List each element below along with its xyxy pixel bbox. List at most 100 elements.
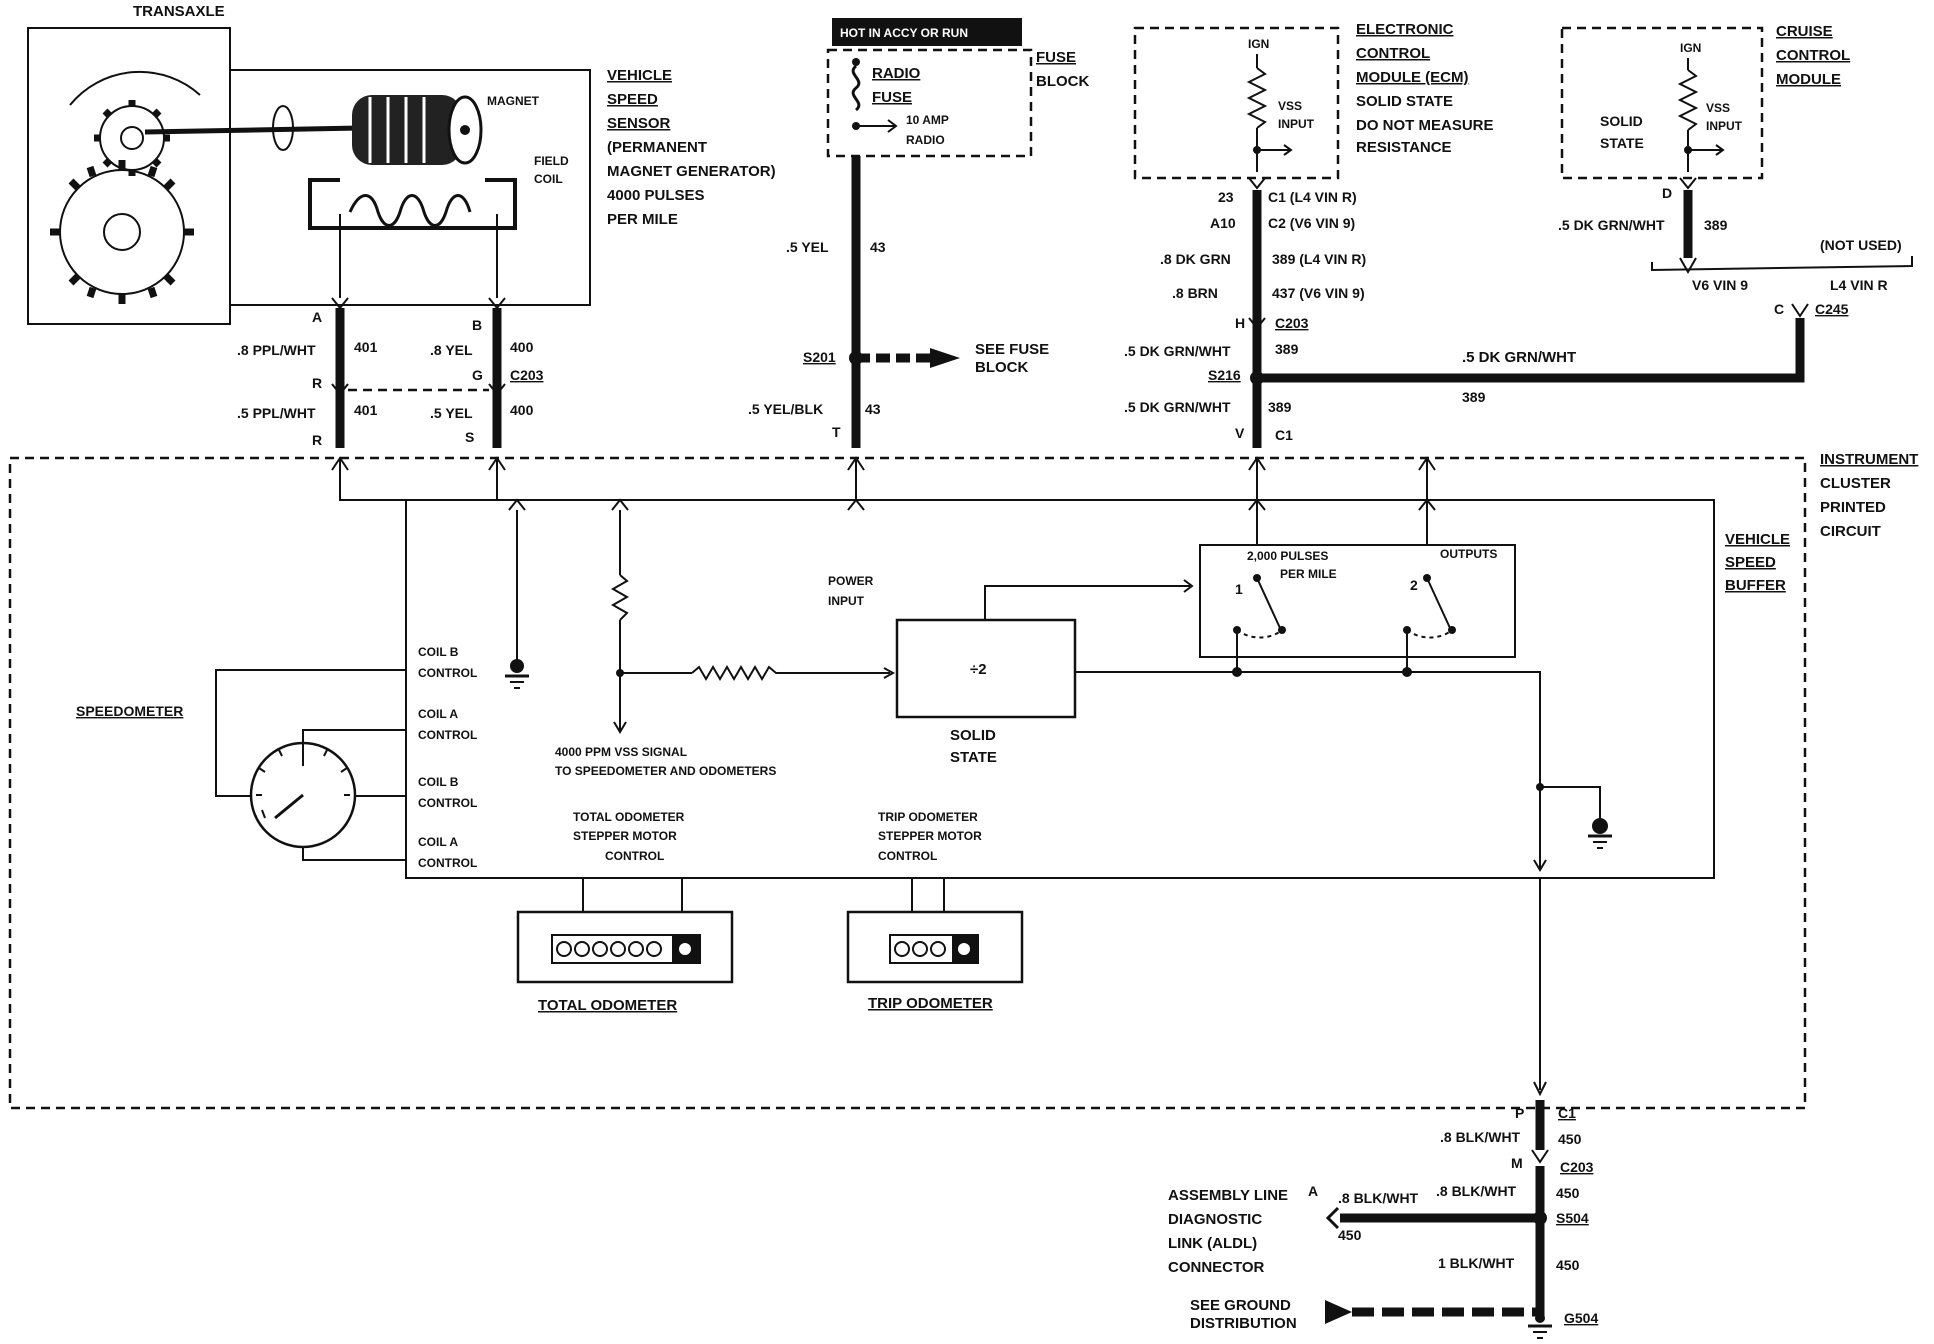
buffer-resistor-icon — [610, 574, 630, 621]
field-label: FIELD — [534, 154, 569, 168]
wire-color-dk-grn-wht: .5 DK GRN/WHT — [1124, 343, 1231, 359]
connector-c203: C203 — [510, 367, 544, 383]
see-ground-label-2: DISTRIBUTION — [1190, 1315, 1297, 1332]
cruise-state-label: STATE — [1600, 135, 1644, 151]
fuse-block-label-2: BLOCK — [1036, 73, 1089, 90]
cluster-label: INSTRUMENT CLUSTER PRINTED CIRCUIT — [1820, 451, 1918, 540]
svg-text:CONTROL: CONTROL — [418, 728, 477, 742]
svg-text:COIL B: COIL B — [418, 775, 459, 789]
magnet-rotor-icon — [352, 95, 483, 165]
ground-section: P C1 .8 BLK/WHT 450 M C203 .8 BLK/WHT 45… — [1168, 1100, 1598, 1339]
fuse-block-section: HOT IN ACCY OR RUN RADIO FUSE 10 AMP RAD… — [748, 18, 1089, 448]
cruise-vss-label: VSS — [1706, 101, 1730, 115]
trip-odometer-digits — [889, 934, 979, 964]
l4-option-label: L4 VIN R — [1830, 277, 1888, 293]
svg-text:(PERMANENT: (PERMANENT — [607, 139, 707, 156]
cruise-resistor-icon — [1677, 69, 1699, 131]
vss-signal-label-2: TO SPEEDOMETER AND ODOMETERS — [555, 764, 776, 778]
fuse-icon — [851, 64, 861, 112]
wire-color-dk-grn-wht-2: .5 DK GRN/WHT — [1124, 399, 1231, 415]
amp-rating: 10 AMP — [906, 113, 949, 127]
divider-label: ÷2 — [970, 661, 987, 678]
pin-a-aldl: A — [1308, 1183, 1318, 1199]
svg-text:STEPPER MOTOR: STEPPER MOTOR — [573, 829, 677, 843]
output-2-label: 2 — [1410, 577, 1418, 593]
cruise-box — [1560, 26, 1764, 180]
coil-a2-control-label: COIL A CONTROL — [418, 835, 477, 870]
wire-color-dk-grn-wht-3: .5 DK GRN/WHT — [1462, 349, 1576, 366]
wire-color-blk-wht-1: .8 BLK/WHT — [1440, 1129, 1521, 1145]
coil-b-control-label: COIL B CONTROL — [418, 645, 477, 680]
circuit-389-l4: 389 (L4 VIN R) — [1272, 251, 1366, 267]
connector-c203-ecm: C203 — [1275, 315, 1309, 331]
svg-text:4000 PULSES: 4000 PULSES — [607, 187, 705, 204]
pin-h: H — [1235, 315, 1245, 331]
svg-text:CONTROL: CONTROL — [418, 856, 477, 870]
splice-s504 — [1533, 1211, 1547, 1225]
hot-banner — [832, 18, 1022, 46]
svg-text:MODULE: MODULE — [1776, 71, 1841, 88]
svg-text:CRUISE: CRUISE — [1776, 23, 1833, 40]
circuit-437-v6: 437 (V6 VIN 9) — [1272, 285, 1365, 301]
wire-color-ppl-wht: .8 PPL/WHT — [237, 342, 316, 358]
cruise-wire-color: .5 DK GRN/WHT — [1558, 217, 1665, 233]
splice-s504-label: S504 — [1556, 1210, 1589, 1226]
ecm-section: IGN VSS INPUT ELECTRONIC CONTROL MODULE … — [1124, 21, 1805, 448]
vss-box — [229, 69, 591, 306]
svg-text:BUFFER: BUFFER — [1725, 577, 1786, 594]
pin-r-2: R — [312, 432, 322, 448]
total-odometer-label: TOTAL ODOMETER — [538, 997, 677, 1014]
connector-c203-ground: C203 — [1560, 1159, 1594, 1175]
trip-odometer-label: TRIP ODOMETER — [868, 995, 993, 1012]
svg-text:CONTROL: CONTROL — [605, 849, 664, 863]
pin-r: R — [312, 375, 322, 391]
v6-option-label: V6 VIN 9 — [1692, 277, 1748, 293]
wire-color-yel-2: .5 YEL — [430, 405, 473, 421]
outputs-label: OUTPUTS — [1440, 547, 1497, 561]
circuit-401-2: 401 — [354, 402, 378, 418]
vss-label: VEHICLE SPEED SENSOR (PERMANENT MAGNET G… — [607, 67, 776, 228]
ecm-vss-label: VSS — [1278, 99, 1302, 113]
outputs-box — [1199, 544, 1516, 658]
circuit-401: 401 — [354, 339, 378, 355]
output-2-switch-icon — [1403, 574, 1456, 672]
svg-text:CONNECTOR: CONNECTOR — [1168, 1259, 1265, 1276]
splice-s201-label: S201 — [803, 349, 836, 365]
pulses-label: 2,000 PULSES — [1247, 549, 1328, 563]
svg-text:ASSEMBLY LINE: ASSEMBLY LINE — [1168, 1187, 1288, 1204]
connector-c1-cluster: C1 — [1275, 427, 1293, 443]
svg-text:COIL B: COIL B — [418, 645, 459, 659]
buffer-label: VEHICLE SPEED BUFFER — [1725, 531, 1790, 594]
field-coil-frame — [308, 178, 517, 230]
svg-text:CONTROL: CONTROL — [418, 796, 477, 810]
wire-color-yel-43: .5 YEL — [786, 239, 829, 255]
aldl-label: ASSEMBLY LINE DIAGNOSTIC LINK (ALDL) CON… — [1168, 1187, 1288, 1276]
pin-m: M — [1511, 1155, 1523, 1171]
speedometer-label: SPEEDOMETER — [76, 703, 183, 719]
connector-c245: C245 — [1815, 301, 1849, 317]
radio-label: RADIO — [872, 65, 921, 82]
wire-color-ppl-wht-2: .5 PPL/WHT — [237, 405, 316, 421]
pin-23: 23 — [1218, 189, 1234, 205]
pin-v: V — [1235, 425, 1245, 441]
svg-text:VEHICLE: VEHICLE — [1725, 531, 1790, 548]
svg-text:MAGNET GENERATOR): MAGNET GENERATOR) — [607, 163, 776, 180]
ecm-resistor-icon — [1246, 67, 1268, 129]
transaxle-section: TRANSAXLE MAGNET — [27, 3, 776, 448]
large-gear-icon — [50, 160, 194, 304]
not-used-label: (NOT USED) — [1820, 237, 1902, 253]
svg-text:SPEED: SPEED — [607, 91, 658, 108]
total-odometer-box — [516, 910, 734, 984]
pin-a10: A10 — [1210, 215, 1236, 231]
circuit-43-2: 43 — [865, 401, 881, 417]
arrow-see-ground — [1325, 1300, 1352, 1324]
pin-t: T — [832, 424, 841, 440]
coil-b2-control-label: COIL B CONTROL — [418, 775, 477, 810]
svg-text:RESISTANCE: RESISTANCE — [1356, 139, 1452, 156]
input-label: INPUT — [828, 594, 865, 608]
cruise-solid-label: SOLID — [1600, 113, 1643, 129]
circuit-400: 400 — [510, 339, 534, 355]
pin-g: G — [472, 367, 483, 383]
pin-p: P — [1515, 1105, 1524, 1121]
svg-text:PRINTED: PRINTED — [1820, 499, 1886, 516]
